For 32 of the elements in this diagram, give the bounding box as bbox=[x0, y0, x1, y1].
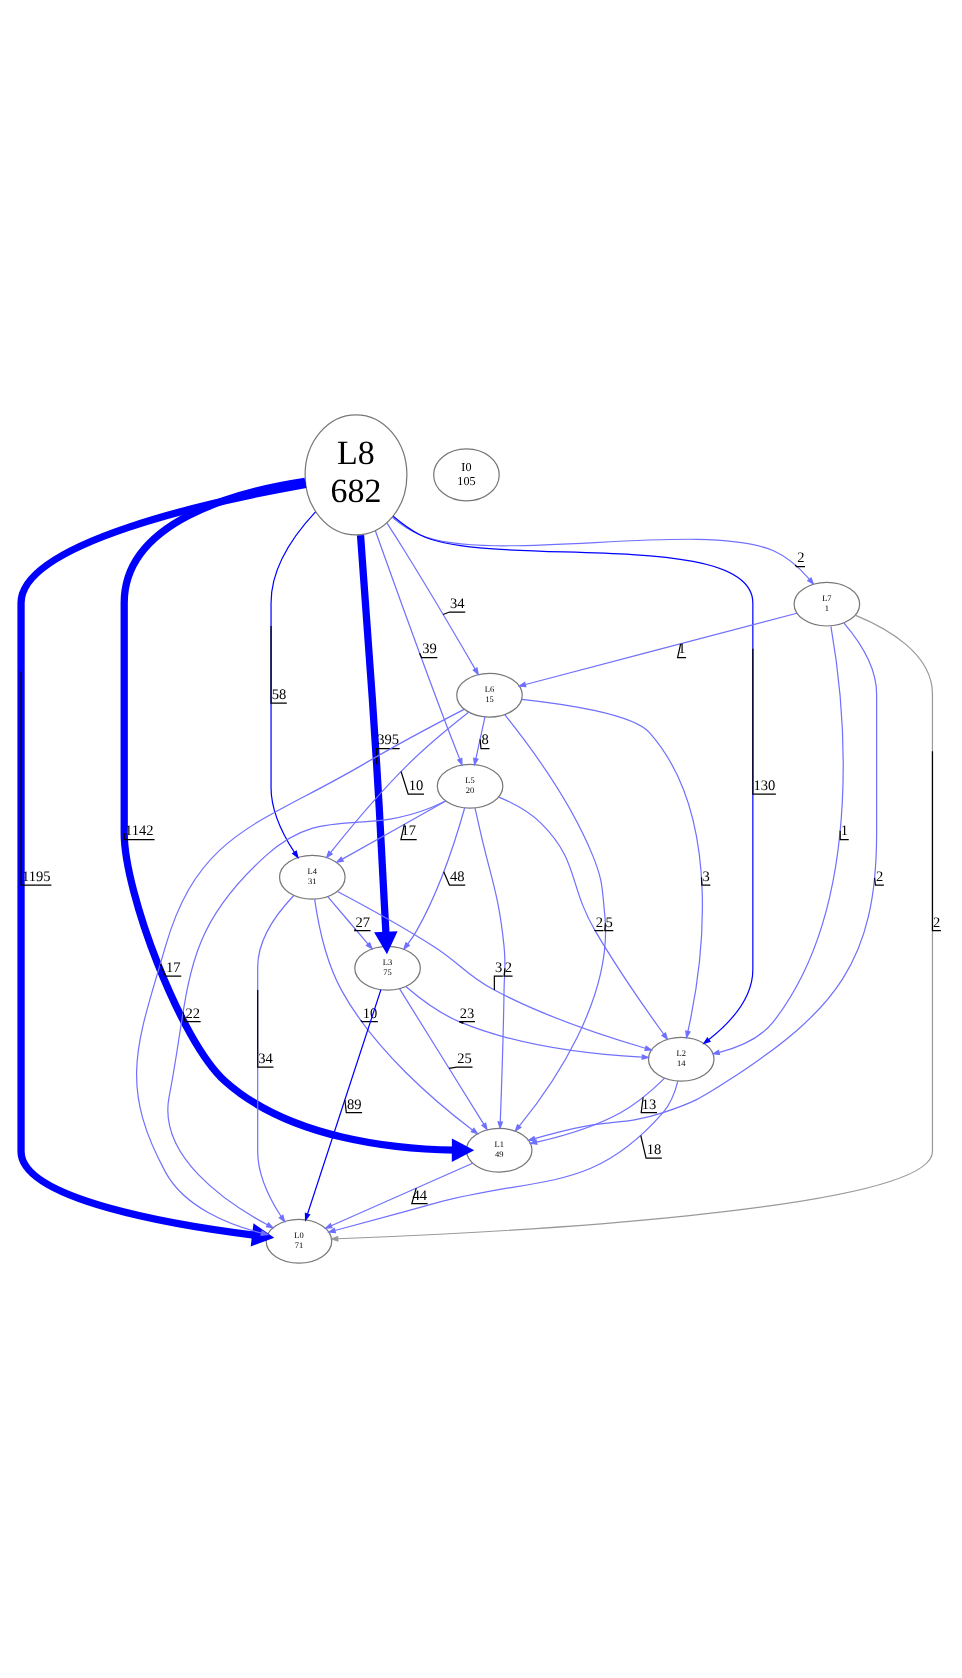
arrow bbox=[521, 698, 703, 1040]
arrow bbox=[405, 986, 651, 1061]
arrow bbox=[391, 516, 815, 586]
arrow bbox=[167, 800, 447, 1229]
arrow bbox=[402, 807, 466, 951]
arrow bbox=[270, 511, 317, 859]
arrow bbox=[327, 1080, 679, 1234]
arrow bbox=[374, 530, 463, 767]
arrow bbox=[474, 807, 506, 1130]
arrow bbox=[386, 522, 480, 676]
arrow bbox=[526, 622, 878, 1142]
arrow bbox=[504, 714, 607, 1133]
arrow bbox=[257, 894, 295, 1224]
arrow bbox=[517, 612, 798, 688]
arrow bbox=[329, 614, 942, 1242]
arrow bbox=[136, 708, 465, 1236]
arrow bbox=[528, 1077, 666, 1145]
node-ellipse: L8 682 bbox=[304, 414, 408, 536]
arrow bbox=[498, 796, 669, 1041]
arrow bbox=[314, 898, 479, 1135]
arrow bbox=[17, 480, 307, 1247]
arrow bbox=[327, 896, 374, 951]
arrow bbox=[335, 800, 447, 864]
arrow bbox=[398, 988, 488, 1131]
arrow bbox=[711, 625, 844, 1056]
arrow bbox=[336, 890, 654, 1051]
arrow bbox=[473, 716, 486, 767]
arrow bbox=[120, 477, 475, 1162]
arrow bbox=[325, 711, 470, 859]
arrow bbox=[324, 1162, 474, 1230]
arrow bbox=[356, 534, 401, 955]
arrow bbox=[392, 515, 777, 1045]
